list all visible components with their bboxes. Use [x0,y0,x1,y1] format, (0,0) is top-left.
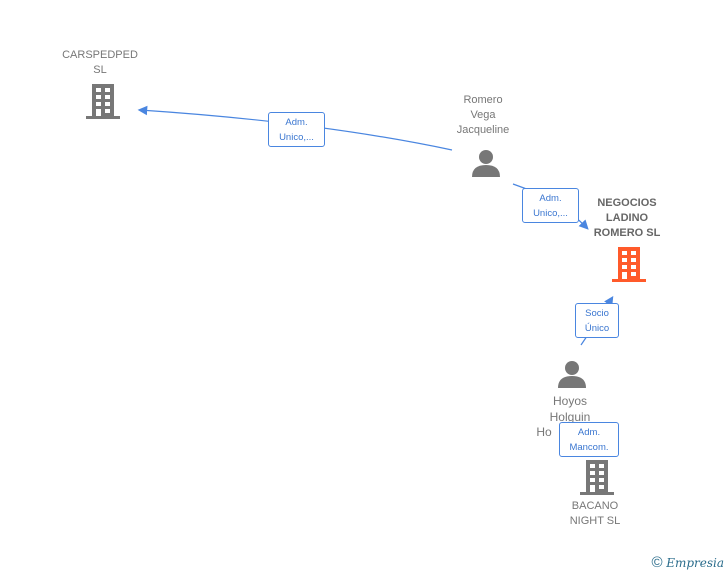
label-line: NEGOCIOS [597,197,657,209]
node-label-negocios: NEGOCIOS LADINO ROMERO SL [567,196,687,241]
label-line: Jacqueline [456,124,510,136]
edge-label-adm-mancom[interactable]: Adm. Mancom. [559,422,619,457]
edge-label-adm-unico[interactable]: Adm. Unico,... [268,112,325,147]
label-line: Hoyos [552,394,587,408]
edge-label-adm-unico[interactable]: Adm. Unico,... [522,188,579,223]
person-icon[interactable] [471,148,501,178]
label-line: CARSPEDPED [62,49,138,61]
edge-text: Mancom. [569,442,609,453]
brand-logo: Empresia [666,556,724,570]
label-line: Romero [463,94,503,106]
label-line: Vega [470,109,496,121]
edge-text: Unico,... [533,208,568,219]
building-icon[interactable] [86,84,120,120]
building-icon[interactable] [580,460,614,496]
edge-text: Socio [585,308,609,319]
label-line: BACANO [571,500,619,512]
label-line: LADINO [605,212,649,224]
footer-brand[interactable]: © Empresia [652,554,725,571]
person-icon[interactable] [557,359,587,389]
label-line: SL [93,64,107,76]
label-line: ROMERO SL [593,227,661,239]
copyright-icon: © [651,554,663,571]
label-line: Holguin [549,409,591,424]
edge-text: Adm. [285,117,308,128]
label-line: NIGHT SL [569,515,621,527]
label-line: Ho [536,425,552,439]
building-icon[interactable] [612,247,646,283]
node-label-carspedped: CARSPEDPED SL [40,48,160,78]
node-label-bacano: BACANO NIGHT SL [535,499,655,529]
edge-text: Unico,... [279,132,314,143]
edge-text: Adm. [577,427,601,438]
edge-text: Único [584,323,610,334]
edge-text: Adm. [539,193,562,204]
